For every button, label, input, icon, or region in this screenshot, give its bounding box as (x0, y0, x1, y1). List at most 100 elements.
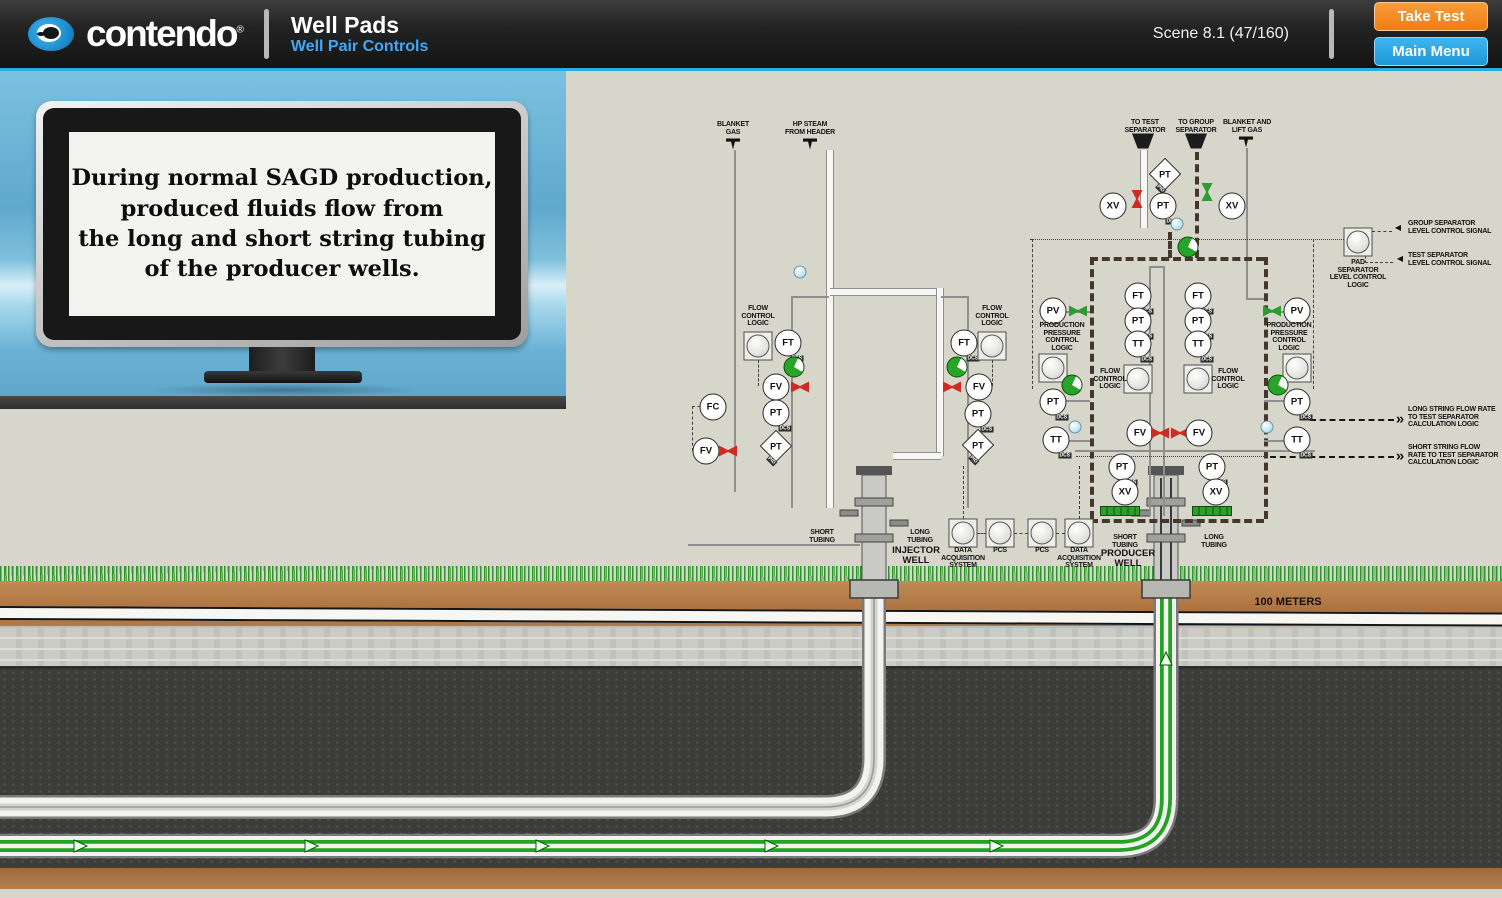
pipe-segment (1195, 152, 1199, 258)
vent-stack-icon (1132, 133, 1154, 149)
diagram-label: FLOW CONTROL LOGIC (1211, 368, 1245, 391)
take-test-button[interactable]: Take Test (1374, 2, 1488, 31)
instrument-fv: FV (965, 373, 993, 401)
logic-circle (980, 334, 1004, 358)
pie-indicator-icon (783, 356, 805, 378)
monitor-bezel: During normal SAGD production, produced … (43, 108, 521, 340)
panel-shelf (0, 396, 566, 409)
pipe-segment (688, 544, 860, 546)
pipe-segment (963, 466, 964, 519)
injector-wellhead (839, 466, 909, 599)
signal-arrow-right-icon: » (1395, 447, 1405, 465)
logic-circle (746, 334, 770, 358)
pipe-segment (830, 288, 942, 296)
pipe-segment (941, 296, 969, 298)
diagram-label: PCS (993, 547, 1007, 554)
pipe-segment (1014, 533, 1028, 534)
well-pair-graphic (0, 466, 1201, 859)
pipe-segment (1032, 239, 1033, 389)
green-valve-icon (1202, 183, 1213, 201)
diagram-label: TO GROUP SEPARATOR (1175, 119, 1217, 134)
pipe-segment (1140, 150, 1148, 228)
pipe-segment (936, 288, 944, 456)
logic-block (1123, 364, 1153, 394)
pipe-segment (967, 296, 969, 508)
gauge-ball-icon (1260, 420, 1274, 434)
red-valve-icon (1151, 427, 1169, 439)
pipe-segment (1075, 450, 1315, 452)
pipe-segment (1076, 456, 1268, 457)
pipe-segment (1264, 311, 1298, 313)
header-divider-right (1329, 9, 1334, 59)
pipe-segment (1264, 440, 1284, 442)
signal-arrow-left-icon: ◀ (1396, 254, 1404, 263)
logic-block (1282, 353, 1312, 383)
gauge-ball-icon (1170, 217, 1184, 231)
diagram-label: SHORT TUBING (1112, 534, 1138, 549)
diagram-label: LONG TUBING (1201, 534, 1227, 549)
diagram-label: HP STEAM FROM HEADER (785, 121, 835, 136)
red-valve-icon (791, 381, 809, 393)
lesson-title-block: Well Pads Well Pair Controls (291, 12, 429, 56)
page-subtitle: Well Pair Controls (290, 38, 429, 56)
diagram-label: DATA ACQUISITION SYSTEM (941, 547, 985, 570)
wide-green-valve-icon (1192, 506, 1232, 516)
header-divider (263, 9, 269, 59)
diagram-label: PCS (1035, 547, 1049, 554)
instrument-xv: XV (1099, 192, 1127, 220)
wide-green-valve-icon (1100, 506, 1140, 516)
contendo-logo-icon (28, 17, 74, 51)
pipe-segment (791, 296, 793, 508)
pipe-segment (1246, 148, 1248, 300)
producer-wellhead (1131, 466, 1201, 599)
pipe-segment (791, 296, 829, 298)
pie-indicator-icon (1177, 236, 1199, 258)
pipe-segment (758, 360, 759, 386)
pipe-segment (1246, 298, 1268, 300)
logic-block (948, 518, 978, 548)
logic-block (1027, 518, 1057, 548)
monitor-graphic: During normal SAGD production, produced … (36, 101, 528, 347)
logic-circle (1186, 367, 1210, 391)
logic-block (1343, 227, 1373, 257)
vent-stack-icon (1185, 133, 1207, 149)
diagram-label: TO TEST SEPARATOR (1124, 119, 1166, 134)
instrument-xv: XV (1218, 192, 1246, 220)
pipe-segment (1090, 257, 1094, 519)
diagram-label: LONG TUBING (907, 529, 933, 544)
logic-circle (1346, 230, 1370, 254)
main-menu-button[interactable]: Main Menu (1374, 37, 1488, 66)
pipe-segment (1365, 256, 1366, 263)
pipe-segment (1270, 456, 1394, 458)
lower-soil-layer (0, 868, 1502, 891)
pipe-segment (734, 150, 736, 492)
pipe-segment (1310, 419, 1394, 421)
pipe-segment (893, 452, 941, 460)
diagram-label: LONG STRING FLOW RATE TO TEST SEPARATOR … (1408, 406, 1496, 429)
instrument-pv: PV (1283, 297, 1311, 325)
pipe-segment (1056, 533, 1065, 534)
contendo-logo: contendo® (28, 13, 244, 55)
pipe-segment (826, 150, 834, 508)
scene-indicator: Scene 8.1 (47/160) (1152, 25, 1289, 42)
instrument-xv: XV (1202, 478, 1230, 506)
red-valve-icon (719, 445, 737, 457)
diagram-label: TEST SEPARATOR LEVEL CONTROL SIGNAL (1408, 252, 1492, 267)
monitor-screen: During normal SAGD production, produced … (69, 132, 495, 316)
pipe-segment (1069, 440, 1090, 442)
pipe-segment (1168, 232, 1172, 258)
logic-block (977, 331, 1007, 361)
diagram-label: FLOW CONTROL LOGIC (1093, 368, 1127, 391)
pipe-segment (992, 360, 993, 386)
pipe-segment (692, 406, 693, 451)
header-bar: contendo® Well Pads Well Pair Controls S… (0, 0, 1502, 71)
scale-label: 100 METERS (1254, 596, 1322, 608)
